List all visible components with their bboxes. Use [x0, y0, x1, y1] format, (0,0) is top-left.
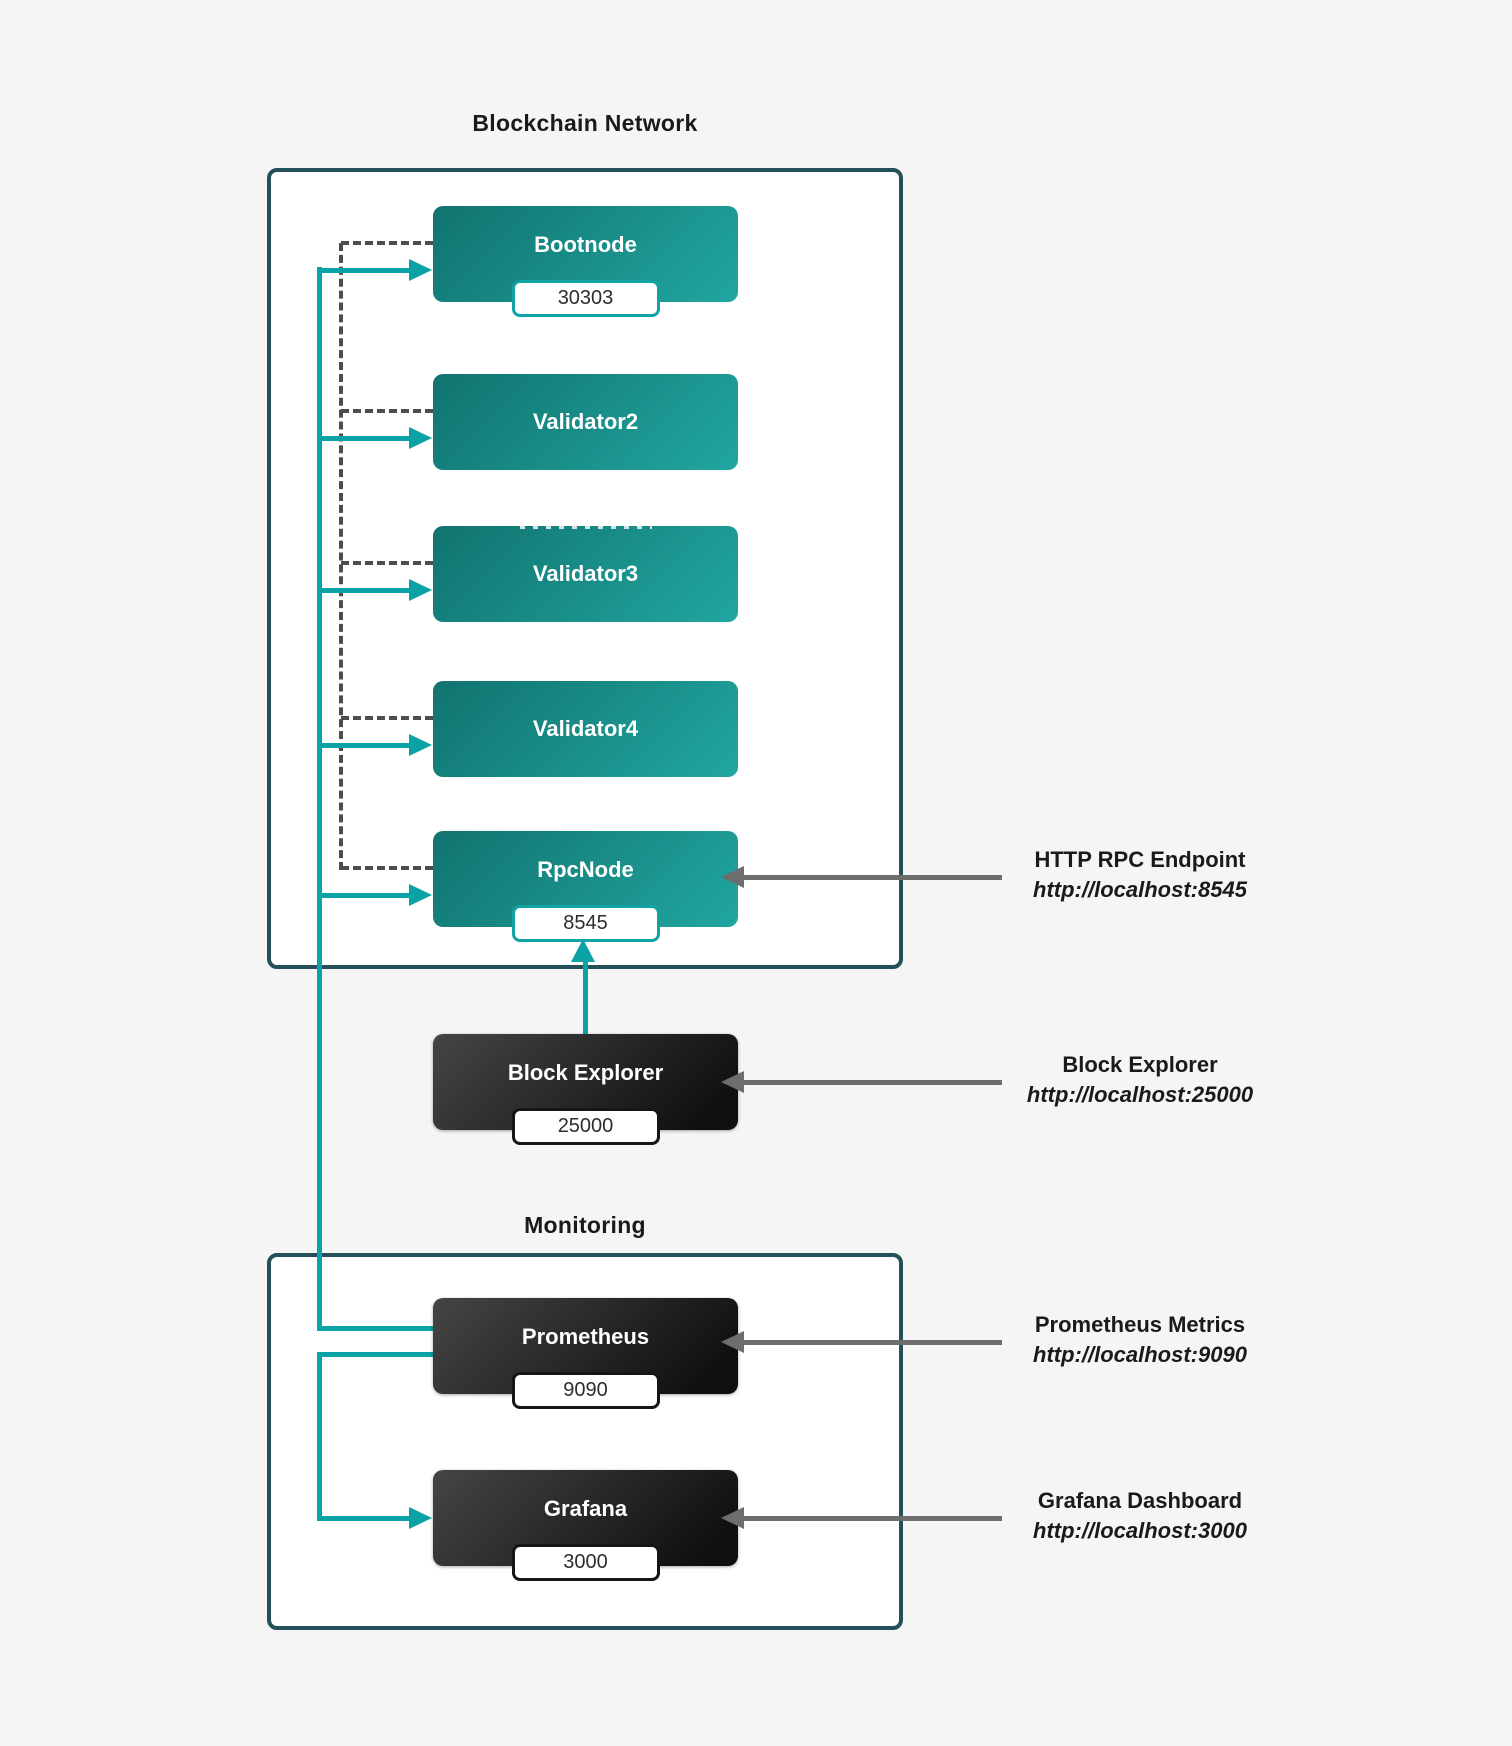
edge-blockexplorer-rpcnode: [583, 961, 588, 1034]
edge-dashed-to-rpcnode: [341, 866, 433, 870]
port-badge-prometheus: 9090: [511, 1372, 660, 1409]
annotation-url: http://localhost:3000: [1033, 1518, 1247, 1543]
edge-annotation-block-explorer: [742, 1080, 1002, 1085]
port-badge-grafana: 3000: [511, 1544, 660, 1581]
edge-annotation-prometheus: [742, 1340, 1002, 1345]
annotation-url: http://localhost:25000: [1026, 1082, 1254, 1107]
annotation-url: http://localhost:9090: [1033, 1342, 1247, 1367]
teal-arrowhead-rpcnode: [409, 884, 432, 906]
edge-annotation-grafana: [742, 1516, 1002, 1521]
grey-arrowhead-rpc: [721, 866, 744, 888]
edge-prometheus-out: [317, 1352, 433, 1357]
edge-teal-to-rpcnode: [317, 893, 410, 898]
node-bootnode: Bootnode 30303: [433, 206, 738, 317]
node-prometheus: Prometheus 9090: [433, 1298, 738, 1409]
edge-prometheus-grafana-vertical: [317, 1352, 322, 1518]
cluster-title-blockchain-network: Blockchain Network: [472, 110, 698, 136]
teal-arrowhead-up-rpcnode: [571, 939, 595, 962]
annotation-url: http://localhost:8545: [1033, 877, 1247, 902]
annotation-block-explorer: Block Explorer http://localhost:25000: [975, 1050, 1305, 1110]
teal-arrowhead-bootnode: [409, 259, 432, 281]
node-label: Validator2: [532, 409, 639, 434]
edge-dashed-to-validator2: [341, 409, 433, 413]
cluster-title-monitoring: Monitoring: [524, 1212, 646, 1238]
port-badge-block-explorer: 25000: [511, 1108, 660, 1145]
edge-dashed-to-validator4: [341, 716, 433, 720]
teal-arrowhead-validator4: [409, 734, 432, 756]
clipped-text-artifact: [519, 526, 652, 529]
node-label: RpcNode: [537, 857, 634, 882]
annotation-title: HTTP RPC Endpoint: [1034, 847, 1246, 872]
annotation-http-rpc-endpoint: HTTP RPC Endpoint http://localhost:8545: [975, 845, 1305, 905]
node-validator2: Validator2: [433, 374, 738, 470]
node-label: Grafana: [543, 1496, 628, 1521]
annotation-title: Prometheus Metrics: [1034, 1312, 1246, 1337]
node-rpcnode: RpcNode 8545: [433, 831, 738, 942]
grey-arrowhead-grafana: [721, 1507, 744, 1529]
annotation-title: Block Explorer: [1062, 1052, 1218, 1077]
annotation-prometheus-metrics: Prometheus Metrics http://localhost:9090: [975, 1310, 1305, 1370]
edge-teal-into-prometheus: [317, 1326, 433, 1331]
node-block-explorer: Block Explorer 25000: [433, 1034, 738, 1145]
edge-dashed-to-validator3: [341, 561, 433, 565]
port-badge-rpcnode: 8545: [511, 905, 660, 942]
edge-teal-to-validator3: [317, 588, 410, 593]
node-label: Block Explorer: [507, 1060, 664, 1085]
annotation-title: Grafana Dashboard: [1037, 1488, 1243, 1513]
edge-teal-to-validator2: [317, 436, 410, 441]
edge-dashed-trunk: [339, 243, 343, 870]
edge-teal-trunk: [317, 267, 322, 1331]
node-label: Prometheus: [521, 1324, 650, 1349]
edge-teal-to-grafana: [317, 1516, 410, 1521]
annotation-grafana-dashboard: Grafana Dashboard http://localhost:3000: [975, 1486, 1305, 1546]
node-label: Validator3: [532, 561, 639, 586]
node-label: Bootnode: [534, 232, 637, 257]
edge-teal-to-validator4: [317, 743, 410, 748]
node-grafana: Grafana 3000: [433, 1470, 738, 1581]
teal-arrowhead-grafana: [409, 1507, 432, 1529]
edge-annotation-rpc: [742, 875, 1002, 880]
node-label: Validator4: [532, 716, 639, 741]
grey-arrowhead-prometheus: [721, 1331, 744, 1353]
teal-arrowhead-validator3: [409, 579, 432, 601]
grey-arrowhead-block-explorer: [721, 1071, 744, 1093]
edge-dashed-to-bootnode: [341, 241, 433, 245]
node-validator3: Validator3: [433, 526, 738, 622]
edge-teal-to-bootnode: [317, 268, 410, 273]
teal-arrowhead-validator2: [409, 427, 432, 449]
port-badge-bootnode: 30303: [511, 280, 660, 317]
node-validator4: Validator4: [433, 681, 738, 777]
